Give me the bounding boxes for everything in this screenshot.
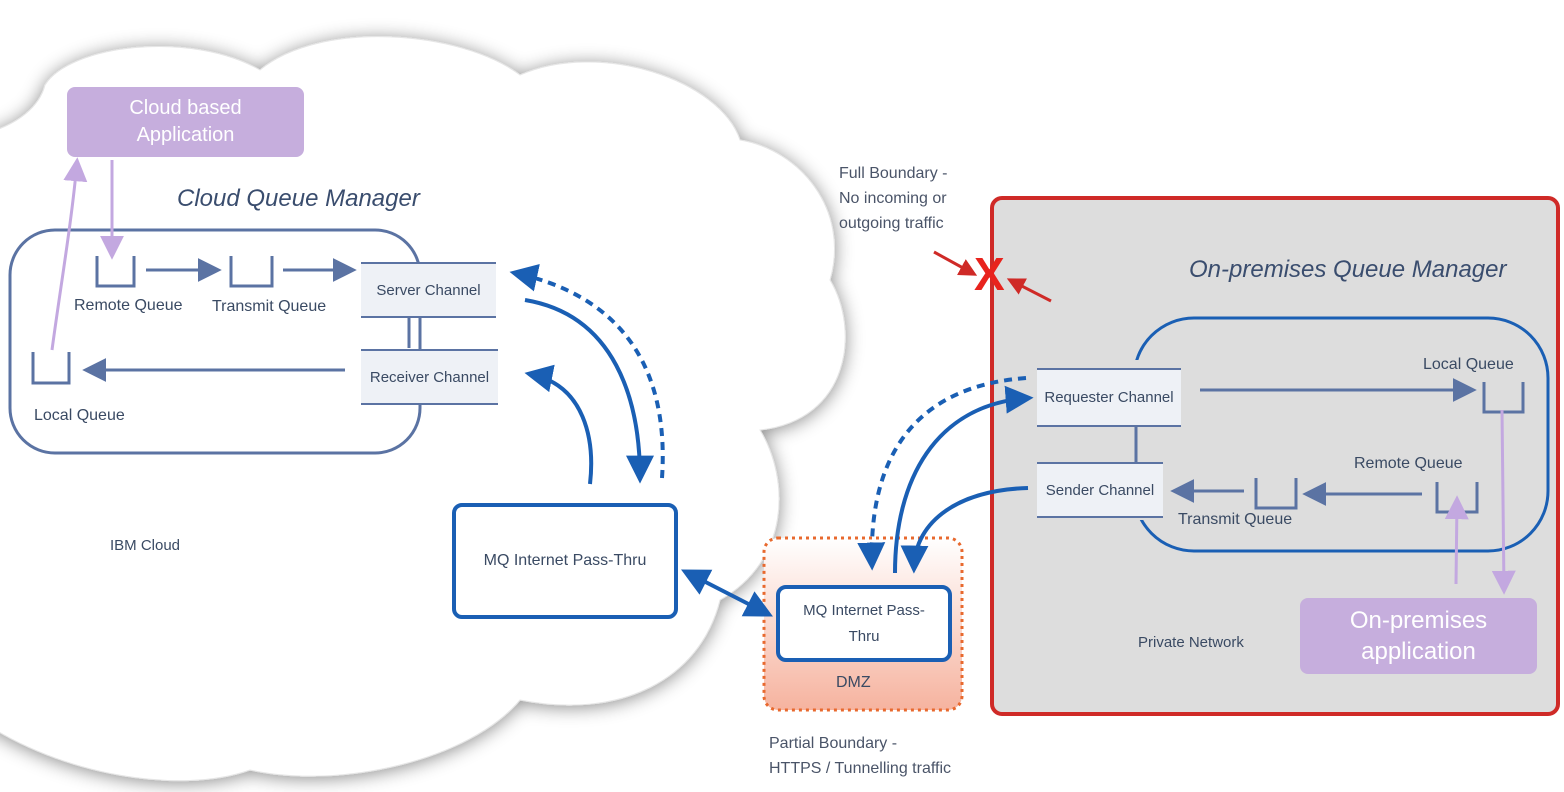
dmz-label: DMZ [836, 674, 871, 691]
cloud-application-box: Cloud based Application [67, 87, 304, 157]
transmit-queue-label: Transmit Queue [212, 298, 327, 315]
server-to-mqipt-arrow [524, 298, 654, 484]
onprem-transmit-queue-icon [1254, 478, 1298, 510]
remote-queue-label: Remote Queue [74, 297, 183, 314]
ibm-cloud-label: IBM Cloud [110, 537, 181, 554]
cloud-mqipt-box: MQ Internet Pass-Thru [452, 503, 678, 619]
onprem-queue-manager-title: On-premises Queue Manager [1189, 256, 1507, 283]
onprem-local-queue-label: Local Queue [1423, 356, 1514, 373]
mqipt-to-dmz-arrow [681, 569, 773, 617]
onprem-remote-queue-label: Remote Queue [1354, 455, 1463, 472]
onprem-app-to-remote-arrow [1444, 495, 1469, 585]
full-boundary-note: Full Boundary - No incoming or outgoing … [839, 165, 948, 232]
server-channel: Server Channel [361, 262, 496, 318]
onprem-local-to-app-arrow [1491, 409, 1516, 595]
sender-channel: Sender Channel [1037, 462, 1163, 518]
requester-to-dmz-dashed-arrow [857, 376, 1027, 571]
transmit-queue-icon [229, 256, 274, 288]
blocked-arrow-right [1006, 278, 1052, 303]
mqipt-to-server-dashed-arrow [509, 264, 665, 479]
sender-to-dmz-arrow [900, 486, 1029, 574]
local-queue-icon [31, 352, 71, 385]
requester-channel: Requester Channel [1037, 368, 1181, 427]
local-to-cloud-app-arrow [50, 157, 88, 351]
partial-boundary-note: Partial Boundary - HTTPS / Tunnelling tr… [769, 735, 951, 777]
receiver-channel: Receiver Channel [361, 349, 498, 405]
onprem-transmit-queue-label: Transmit Queue [1178, 511, 1293, 528]
remote-queue-icon [95, 256, 136, 288]
onprem-application-box: On-premises application [1300, 598, 1537, 674]
blocked-arrow-left [933, 250, 978, 276]
private-network-label: Private Network [1138, 634, 1244, 651]
mqipt-to-receiver-arrow [524, 364, 594, 485]
dmz-to-requester-arrow [893, 385, 1034, 574]
blocked-traffic-mark: X [974, 248, 1005, 300]
cloud-queue-manager-title: Cloud Queue Manager [177, 185, 420, 212]
local-queue-label: Local Queue [34, 407, 125, 424]
dmz-mqipt-box: MQ Internet Pass- Thru [776, 585, 952, 662]
